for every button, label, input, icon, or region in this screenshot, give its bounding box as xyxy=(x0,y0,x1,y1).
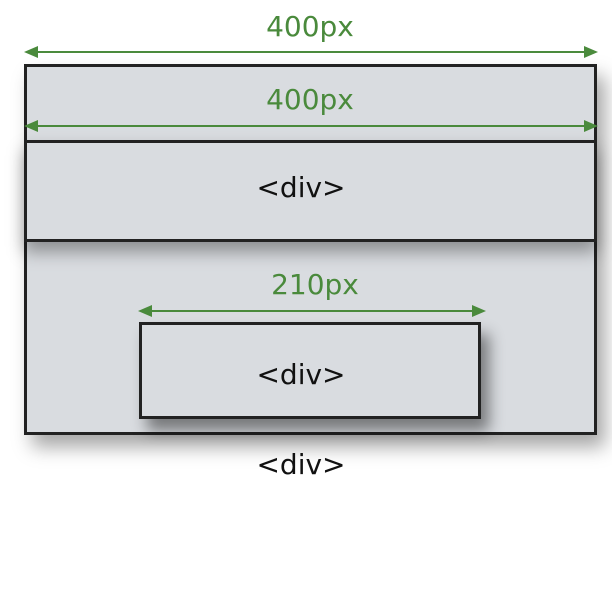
arrow-right-icon xyxy=(584,46,598,58)
inner-full-div-box xyxy=(24,140,597,242)
inner-full-width-label: 400px xyxy=(266,83,354,116)
inner-small-width-arrow xyxy=(138,299,486,323)
arrow-line xyxy=(30,125,592,127)
outer-width-label: 400px xyxy=(266,10,354,43)
inner-small-div-label: <div> xyxy=(256,358,346,391)
inner-full-div-label: <div> xyxy=(256,171,346,204)
outer-div-label: <div> xyxy=(256,448,346,481)
inner-small-width-label: 210px xyxy=(271,268,359,301)
arrow-line xyxy=(144,310,480,312)
inner-small-div-box xyxy=(139,322,481,419)
inner-full-width-arrow xyxy=(24,114,598,138)
arrow-line xyxy=(30,51,592,53)
arrow-right-icon xyxy=(584,120,598,132)
arrow-right-icon xyxy=(472,305,486,317)
outer-width-arrow xyxy=(24,40,598,64)
